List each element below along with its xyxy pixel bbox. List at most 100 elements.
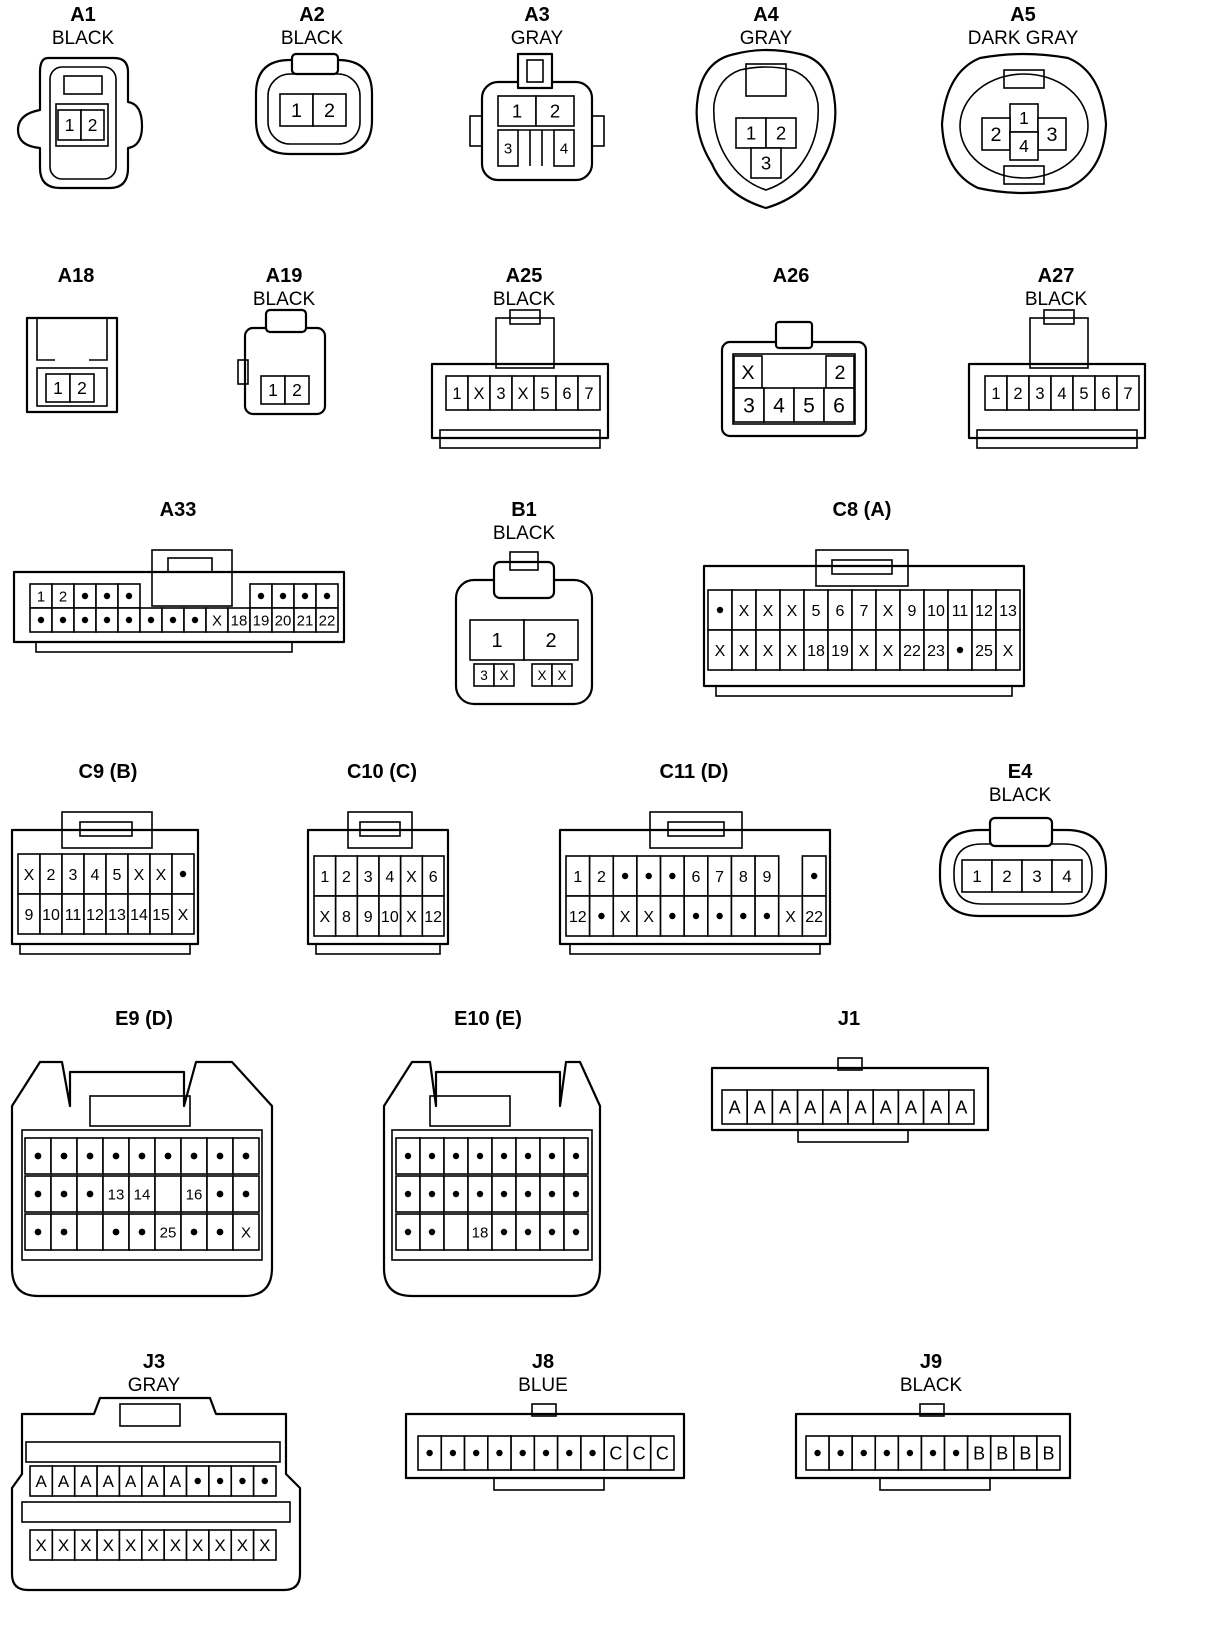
terminal-number: 2 — [59, 589, 67, 605]
terminal-dot — [103, 592, 111, 600]
terminal-number: 1 — [573, 869, 582, 886]
terminal-dot — [428, 1190, 436, 1198]
terminal-cell: C — [603, 1435, 629, 1471]
terminal-cell-box — [649, 1435, 675, 1471]
terminal-cell: 2 — [51, 583, 75, 609]
terminal-cell: X — [127, 853, 151, 895]
terminal-cell: 12 — [83, 893, 107, 935]
terminal-cell: 15 — [149, 893, 173, 935]
terminal-cell: 6 — [823, 387, 855, 423]
terminal-number: 15 — [152, 907, 170, 924]
terminal-cell: X — [777, 895, 804, 937]
terminal-cell — [230, 1465, 255, 1497]
terminal-number: 3 — [1046, 124, 1057, 146]
connector-e10: E10 (E)18 — [382, 1008, 602, 1298]
terminal-number: X — [192, 1536, 203, 1555]
terminal-dot — [216, 1190, 224, 1198]
terminal-cell — [754, 895, 780, 937]
connector-code: J3 — [143, 1351, 165, 1373]
terminal-cell-box — [731, 629, 757, 671]
housing-outline — [919, 1403, 945, 1417]
terminal-number: 6 — [692, 869, 701, 886]
terminal-cell-box — [793, 387, 825, 423]
terminal-dot — [452, 1190, 460, 1198]
terminal-cell — [588, 895, 615, 937]
terminal-dot — [692, 912, 700, 920]
housing-outline — [1029, 317, 1089, 369]
terminal-dot — [837, 1449, 844, 1457]
housing-outline — [774, 320, 814, 350]
housing-outline — [347, 811, 413, 849]
terminal-cell — [252, 1465, 277, 1497]
terminal-cell: 7 — [577, 375, 601, 411]
terminal-cell-box — [755, 629, 781, 671]
terminal-cell-box — [897, 1089, 925, 1125]
terminal-cell — [24, 1137, 52, 1175]
terminal-number: 14 — [130, 907, 148, 924]
terminal-cell: X — [118, 1529, 143, 1561]
terminal-cell-box — [823, 387, 855, 423]
terminal-number: X — [36, 1536, 47, 1555]
terminal-number: X — [715, 643, 726, 660]
terminal-dot — [147, 616, 155, 624]
terminal-cell: 14 — [128, 1175, 156, 1213]
terminal-dot — [301, 592, 309, 600]
terminal-cell: 1 — [984, 375, 1008, 411]
terminal-cell: 3 — [1021, 859, 1053, 893]
terminal-cell: 3 — [1037, 117, 1067, 151]
terminal-number: 8 — [342, 909, 351, 926]
housing-outline — [89, 1095, 191, 1127]
connector-color: BLACK — [52, 28, 115, 49]
terminal-number: 3 — [761, 153, 771, 174]
terminal-cell: X — [96, 1529, 121, 1561]
terminal-cell-box — [796, 1089, 824, 1125]
terminal-dot — [621, 872, 629, 880]
connector-color: BLACK — [493, 523, 556, 544]
connector-code: C9 (B) — [79, 761, 138, 783]
housing-outline — [21, 1501, 291, 1523]
terminal-dot — [112, 1152, 120, 1160]
terminal-cell: 19 — [827, 629, 853, 671]
terminal-dot — [138, 1228, 146, 1236]
terminal-cell — [24, 1175, 52, 1213]
terminal-number: 2 — [324, 100, 335, 122]
terminal-number: X — [58, 1536, 69, 1555]
terminal-cell-box — [553, 129, 575, 167]
terminal-cell — [920, 1435, 946, 1471]
terminal-cell — [440, 1435, 466, 1471]
housing-outline — [49, 66, 117, 180]
terminal-cell: 9 — [356, 895, 380, 937]
terminal-cell — [539, 1137, 565, 1175]
housing-outline — [391, 1129, 593, 1261]
terminal-cell — [851, 1435, 877, 1471]
terminal-number: 6 — [1101, 385, 1110, 403]
terminal-number: 2 — [545, 630, 556, 652]
housing-outline — [55, 103, 109, 147]
connector-code: E4 — [1008, 761, 1033, 783]
terminal-cell-box — [535, 95, 575, 127]
housing-outline — [119, 1403, 181, 1427]
terminal-cell: X — [755, 589, 781, 631]
housing-outline — [315, 943, 441, 955]
terminal-number: 6 — [429, 869, 438, 886]
housing-outline — [879, 1477, 991, 1491]
terminal-number: 3 — [496, 385, 505, 403]
terminal-dot — [548, 1190, 556, 1198]
terminal-cell: 25 — [971, 629, 997, 671]
terminal-cell-box — [154, 1175, 182, 1213]
terminal-cell-box — [735, 117, 767, 149]
terminal-number: A — [804, 1097, 816, 1117]
housing-outline — [167, 557, 213, 573]
terminal-cell-box — [523, 619, 579, 661]
housing-outline — [815, 549, 909, 587]
terminal-cell — [95, 583, 119, 609]
terminal-cell — [556, 1435, 582, 1471]
housing-outline — [953, 843, 1093, 905]
terminal-cell — [154, 1137, 182, 1175]
